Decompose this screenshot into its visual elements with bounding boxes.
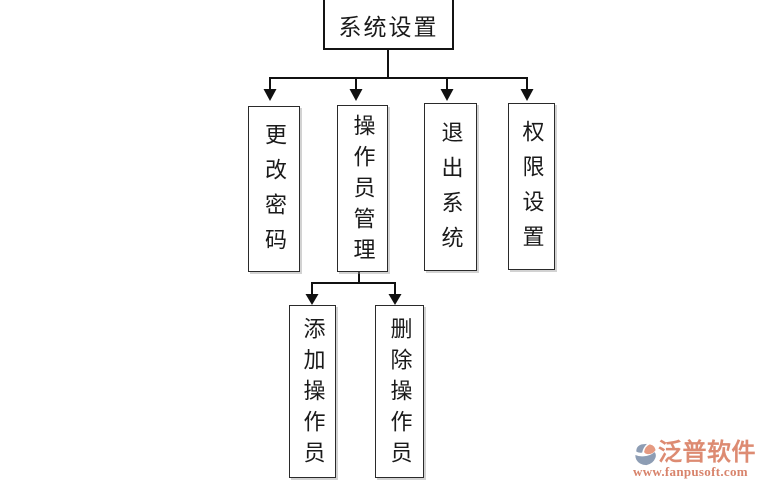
fanpu-watermark: 泛普软件 www.fanpusoft.com bbox=[633, 440, 765, 480]
node-label: 权限设置 bbox=[519, 120, 545, 260]
node-label: 操作员管理 bbox=[350, 113, 376, 269]
node-add-operator: 添加操作员 bbox=[289, 305, 336, 478]
node-exit-system: 退出系统 bbox=[424, 103, 477, 271]
brand-name: 泛普软件 bbox=[658, 439, 756, 466]
node-operator-management: 操作员管理 bbox=[337, 105, 388, 272]
node-label: 删除操作员 bbox=[387, 316, 413, 472]
node-label: 退出系统 bbox=[438, 120, 464, 261]
node-label: 更改密码 bbox=[262, 122, 287, 263]
node-label: 系统设置 bbox=[338, 15, 439, 40]
fanpu-logo-icon bbox=[635, 443, 656, 466]
brand-url: www.fanpusoft.com bbox=[633, 464, 748, 479]
fanpu-logo-row: 泛普软件 bbox=[633, 440, 765, 467]
node-change-password: 更改密码 bbox=[248, 106, 300, 272]
node-label: 添加操作员 bbox=[300, 316, 326, 472]
node-permission-settings: 权限设置 bbox=[508, 103, 555, 270]
node-delete-operator: 删除操作员 bbox=[375, 305, 424, 478]
node-system-settings: 系统设置 bbox=[323, 0, 454, 50]
